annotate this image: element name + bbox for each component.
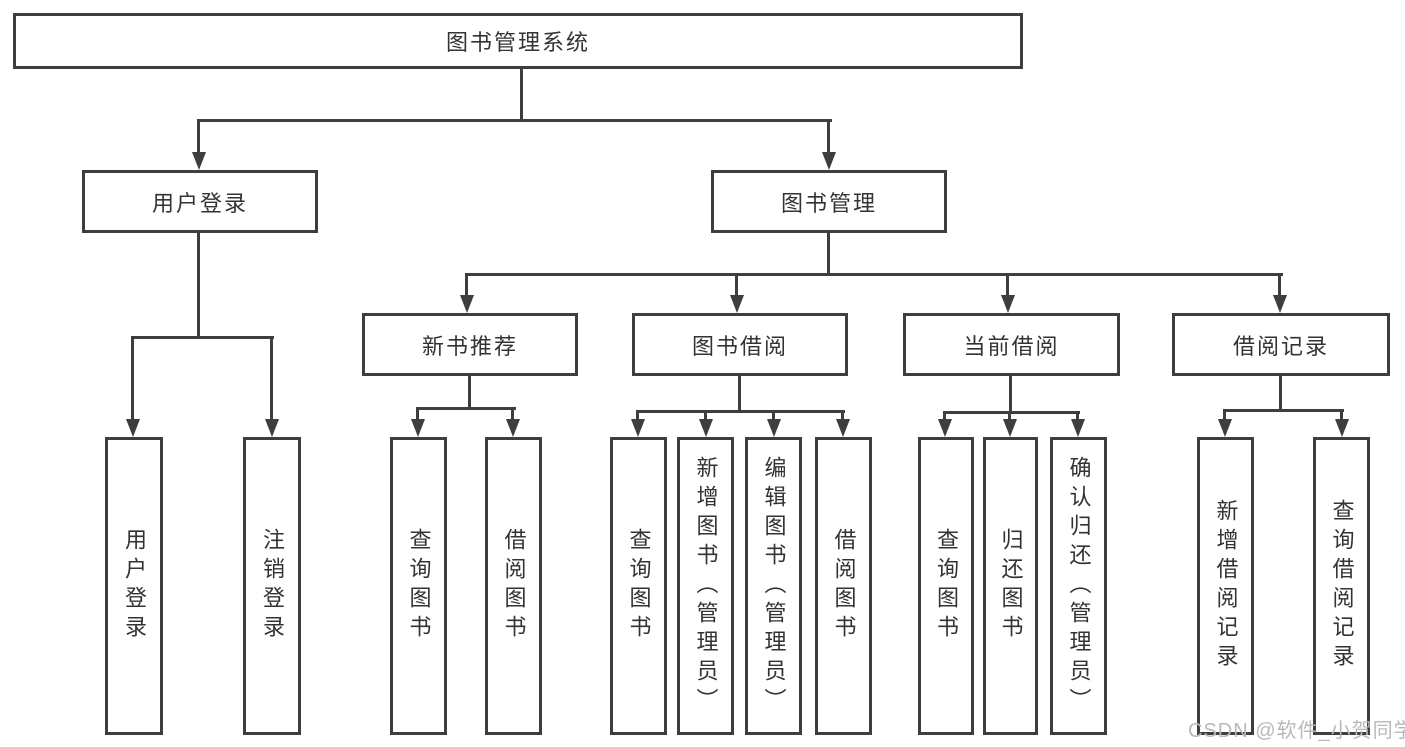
connector-line: [1223, 409, 1226, 419]
arrow-head-icon: [699, 419, 713, 437]
arrow-head-icon: [730, 295, 744, 313]
csdn-watermark: CSDN @软件_小贺同学: [1188, 720, 1405, 742]
connector-line: [270, 336, 273, 419]
connector-line: [704, 410, 707, 419]
leaf-query-books-recommend: 查询图书: [390, 437, 447, 735]
connector-line: [1076, 411, 1079, 419]
connector-line: [738, 376, 741, 410]
leaf-logout: 注销登录: [243, 437, 301, 735]
connector-line: [1340, 409, 1343, 419]
arrow-head-icon: [1335, 419, 1349, 437]
node-root: 图书管理系统: [13, 13, 1023, 69]
connector-line: [1006, 273, 1009, 295]
arrow-head-icon: [411, 419, 425, 437]
connector-line: [197, 119, 832, 122]
connector-line: [465, 273, 1283, 276]
connector-line: [1223, 409, 1344, 412]
leaf-borrow-books-borrow: 借阅图书: [815, 437, 872, 735]
arrow-head-icon: [1003, 419, 1017, 437]
leaf-add-book-admin: 新增图书（管理员）: [677, 437, 734, 735]
node-user-login: 用户登录: [82, 170, 318, 233]
node-new-book-recommend: 新书推荐: [362, 313, 578, 376]
leaf-borrow-books-recommend: 借阅图书: [485, 437, 542, 735]
arrow-head-icon: [1218, 419, 1232, 437]
arrow-head-icon: [126, 419, 140, 437]
leaf-user-login: 用户登录: [105, 437, 163, 735]
connector-line: [468, 376, 471, 407]
connector-line: [520, 69, 523, 119]
arrow-head-icon: [822, 152, 836, 170]
connector-line: [1009, 376, 1012, 411]
connector-line: [416, 407, 516, 410]
connector-line: [465, 273, 468, 295]
connector-line: [735, 273, 738, 295]
connector-line: [1008, 411, 1011, 419]
connector-line: [511, 407, 514, 419]
arrow-head-icon: [265, 419, 279, 437]
leaf-return-book: 归还图书: [983, 437, 1038, 735]
connector-line: [943, 411, 946, 419]
arrow-head-icon: [1273, 295, 1287, 313]
leaf-edit-book-admin: 编辑图书（管理员）: [745, 437, 802, 735]
connector-line: [197, 233, 200, 336]
connector-line: [636, 410, 845, 413]
connector-line: [827, 233, 830, 273]
connector-line: [1279, 376, 1282, 409]
connector-line: [772, 410, 775, 419]
arrow-head-icon: [1001, 295, 1015, 313]
arrow-head-icon: [1071, 419, 1085, 437]
leaf-query-books-current: 查询图书: [918, 437, 974, 735]
arrow-head-icon: [836, 419, 850, 437]
node-book-management: 图书管理: [711, 170, 947, 233]
connector-line: [636, 410, 639, 419]
node-book-borrow: 图书借阅: [632, 313, 848, 376]
connector-line: [943, 411, 1080, 414]
arrow-head-icon: [506, 419, 520, 437]
connector-line: [416, 407, 419, 419]
leaf-confirm-return-admin: 确认归还（管理员）: [1050, 437, 1107, 735]
connector-line: [131, 336, 134, 419]
connector-line: [827, 119, 830, 153]
node-borrow-records: 借阅记录: [1172, 313, 1390, 376]
connector-line: [1278, 273, 1281, 295]
connector-line: [131, 336, 274, 339]
leaf-add-borrow-record: 新增借阅记录: [1197, 437, 1254, 735]
leaf-query-books-borrow: 查询图书: [610, 437, 667, 735]
arrow-head-icon: [938, 419, 952, 437]
arrow-head-icon: [767, 419, 781, 437]
connector-line: [841, 410, 844, 419]
leaf-query-borrow-record: 查询借阅记录: [1313, 437, 1370, 735]
arrow-head-icon: [460, 295, 474, 313]
arrow-head-icon: [631, 419, 645, 437]
connector-line: [197, 119, 200, 153]
arrow-head-icon: [192, 152, 206, 170]
node-current-borrow: 当前借阅: [903, 313, 1120, 376]
